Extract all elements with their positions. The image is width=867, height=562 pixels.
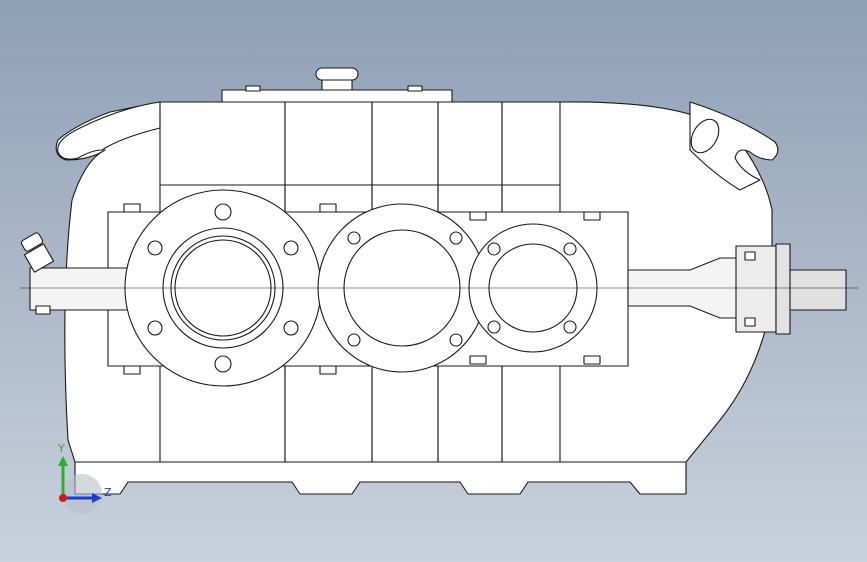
flange-bolts	[123, 203, 601, 375]
seal-ring-right	[775, 243, 791, 335]
bearing-cap-large-bolts	[147, 203, 299, 373]
z-axis-arrow	[92, 493, 102, 503]
breather-cap	[315, 67, 359, 81]
y-axis-arrow	[58, 456, 68, 466]
x-axis-dot	[59, 494, 67, 502]
seal-flange-right	[735, 245, 777, 333]
cover-bolts	[245, 85, 423, 92]
bearing-cap-small-bolts	[487, 242, 577, 334]
output-shaft-left	[29, 267, 131, 311]
right-lug-hole	[690, 118, 720, 154]
base-foot	[74, 461, 687, 495]
breather-base	[321, 79, 353, 91]
inspection-cover	[221, 89, 453, 103]
left-lifting-lug	[57, 101, 161, 160]
bearing-cap-middle-bolts	[347, 231, 463, 347]
oil-plug	[20, 232, 55, 315]
y-axis-label: Y	[57, 442, 65, 455]
seal-flange-bolts	[744, 251, 756, 327]
shaft-end-right	[789, 269, 847, 311]
coordinate-triad: Y Z	[57, 442, 112, 514]
z-axis-label: Z	[104, 486, 112, 499]
triad-shadow	[62, 474, 102, 514]
